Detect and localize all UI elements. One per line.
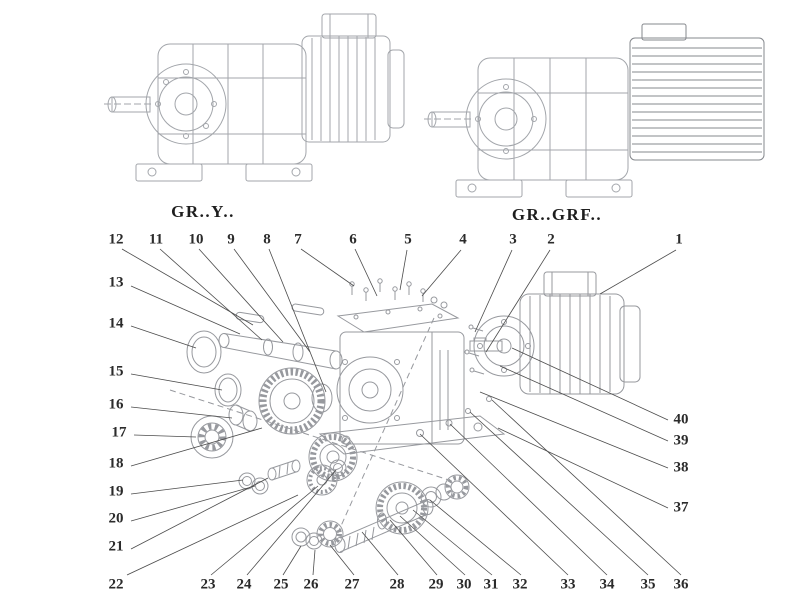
variant-label-gr-grf: GR..GRF..: [511, 205, 603, 224]
callout-21: 21: [108, 538, 124, 555]
callout-1: 1: [675, 231, 683, 248]
gearmotor-foot-mounted-drawing: [104, 13, 405, 182]
callout-5: 5: [404, 231, 412, 248]
cover-bolts: [349, 278, 448, 309]
callout-9: 9: [227, 231, 235, 248]
callout-35: 35: [640, 576, 656, 593]
gearbox-housing: [318, 331, 506, 455]
callout-39: 39: [673, 432, 689, 449]
input-shaft-assembly: [218, 303, 343, 370]
callout-28: 28: [389, 576, 405, 593]
callout-8: 8: [263, 231, 271, 248]
callout-30: 30: [456, 576, 472, 593]
housing-cover-plate: [336, 303, 460, 333]
callout-36: 36: [673, 576, 689, 593]
callout-33: 33: [560, 576, 576, 593]
callout-32: 32: [512, 576, 528, 593]
variant-label-gr-y: GR..Y..: [171, 202, 235, 221]
callout-6: 6: [349, 231, 357, 248]
callout-14: 14: [108, 315, 124, 332]
callout-13: 13: [108, 274, 124, 291]
output-shaft-assembly: [291, 474, 470, 553]
finned-motor-block: [629, 23, 765, 161]
callout-29: 29: [428, 576, 444, 593]
callout-37: 37: [673, 499, 689, 516]
callout-25: 25: [273, 576, 289, 593]
callout-18: 18: [108, 455, 124, 472]
exploded-view-drawing: [169, 271, 641, 553]
callout-31: 31: [483, 576, 499, 593]
gearmotor-flange-mounted-drawing: [424, 23, 765, 198]
callout-4: 4: [459, 231, 467, 248]
callout-38: 38: [673, 459, 689, 476]
callout-40: 40: [673, 411, 689, 428]
callout-27: 27: [344, 576, 360, 593]
callout-34: 34: [599, 576, 615, 593]
callout-11: 11: [148, 231, 164, 248]
callout-22: 22: [108, 576, 124, 593]
motor-assembly: [464, 271, 641, 414]
intermediate-gears: [258, 367, 358, 482]
callout-16: 16: [108, 396, 124, 413]
callout-12: 12: [108, 231, 124, 248]
callout-7: 7: [294, 231, 302, 248]
seals-and-bearings: [186, 330, 258, 459]
callout-19: 19: [108, 483, 124, 500]
callout-20: 20: [108, 510, 124, 527]
leader-lines: [121, 248, 682, 576]
callout-23: 23: [200, 576, 216, 593]
callout-17: 17: [111, 424, 127, 441]
callout-15: 15: [108, 363, 124, 380]
callout-2: 2: [547, 231, 555, 248]
callout-26: 26: [303, 576, 319, 593]
callout-24: 24: [236, 576, 252, 593]
callout-10: 10: [188, 231, 204, 248]
callout-3: 3: [509, 231, 517, 248]
